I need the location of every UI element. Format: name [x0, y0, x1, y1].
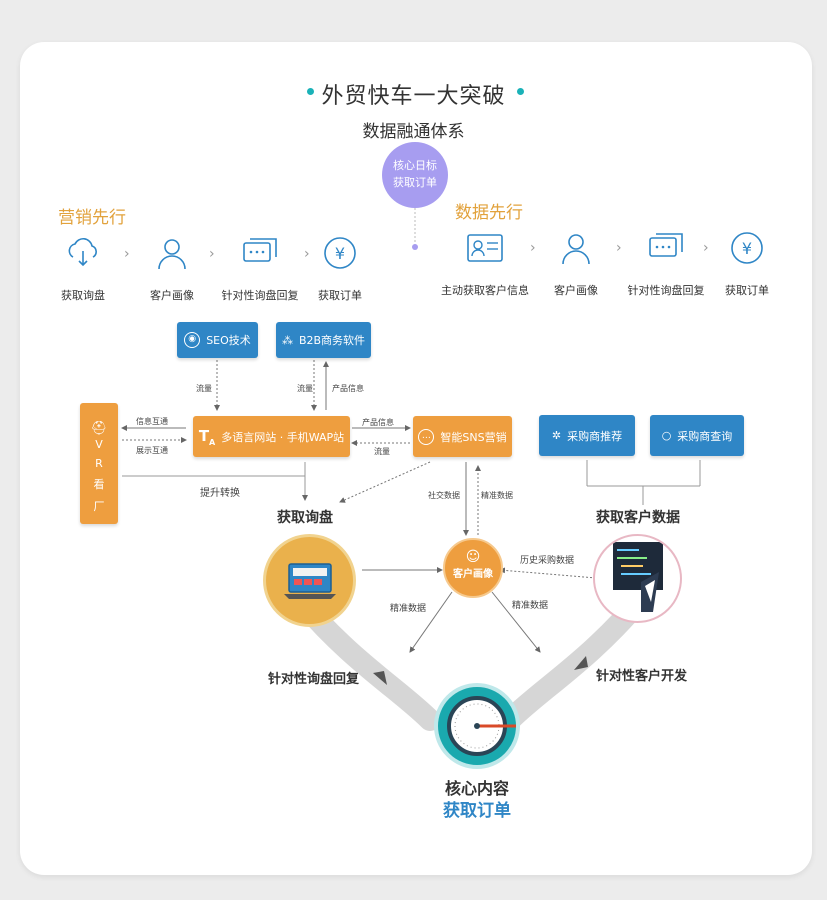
- svg-text:¥: ¥: [335, 244, 345, 263]
- svg-text:¥: ¥: [742, 239, 752, 258]
- marketing-step-order: ¥ 获取订单: [285, 233, 395, 303]
- buyer-recommend-node: ✲ 采购商推荐: [539, 415, 635, 456]
- edge-label-traffic: 流量: [196, 384, 212, 393]
- chevron-right-icon: ›: [304, 246, 310, 262]
- multilingual-site-node: TA 多语言网站 · 手机WAP站: [193, 416, 350, 457]
- edge-label-display-interaction: 展示互通: [136, 446, 168, 455]
- data-step-label: 主动获取客户信息: [441, 284, 529, 297]
- marketing-step-label: 针对性询盘回复: [221, 289, 299, 302]
- data-step-label: 获取订单: [725, 284, 769, 297]
- user-icon: [158, 239, 186, 270]
- buyer-query-label: 采购商查询: [677, 429, 733, 443]
- user-icon: ☺: [465, 549, 481, 565]
- edge-label-product-info: 产品信息: [362, 418, 394, 427]
- core-content-label: 核心内容: [444, 779, 509, 798]
- bug-icon: ✲: [551, 429, 562, 442]
- edge-label-conversion: 提升转换: [200, 488, 240, 499]
- customer-data-circle: [593, 534, 682, 623]
- marketing-step-portrait: 客户画像: [117, 233, 227, 303]
- gauge-icon: [447, 696, 522, 756]
- multilingual-site-label: 多语言网站 · 手机WAP站: [221, 430, 345, 444]
- chevron-right-icon: ›: [530, 240, 536, 256]
- vr-letter: R: [95, 457, 103, 470]
- marketing-step-label: 获取询盘: [61, 289, 105, 302]
- vr-letter: 看: [93, 478, 105, 491]
- cloud-download-icon: [68, 238, 97, 267]
- network-icon: ⁂: [281, 333, 293, 347]
- get-customer-data-label: 获取客户数据: [596, 510, 680, 526]
- sns-marketing-node: … 智能SNS营销: [413, 416, 512, 457]
- customer-portrait-circle: ☺ 客户画像: [443, 538, 503, 598]
- b2b-software-label: B2B商务软件: [298, 334, 366, 347]
- targeted-dev-label: 针对性客户开发: [596, 669, 688, 684]
- edge-label-precise-data: 精准数据: [390, 604, 427, 614]
- targeted-reply-label: 针对性询盘回复: [268, 672, 360, 687]
- get-inquiry-label: 获取询盘: [277, 510, 333, 526]
- user-icon: [562, 234, 590, 265]
- vr-factory-node: ⛑ V R 看 厂: [80, 403, 118, 524]
- target-icon: ◉: [184, 332, 201, 348]
- chat-bubble-icon: [243, 238, 277, 262]
- edge-label-history-purchase: 历史采购数据: [520, 556, 575, 566]
- buyer-query-node: ○ 采购商查询: [650, 415, 744, 456]
- chevron-right-icon: ›: [124, 246, 130, 262]
- edge-label-browse-data: 精准数据: [481, 491, 513, 500]
- core-dial: [434, 683, 522, 769]
- edge-label-traffic: 流量: [297, 384, 313, 393]
- marketing-step-label: 获取订单: [318, 289, 362, 302]
- get-order-label: 获取订单: [443, 801, 511, 821]
- marketing-step-reply: 针对性询盘回复: [205, 233, 315, 303]
- laptop-icon: [284, 563, 336, 599]
- page-subtitle: 数据融通体系: [362, 122, 465, 142]
- chevron-right-icon: ›: [616, 240, 622, 256]
- data-first-heading: 数据先行: [455, 203, 523, 223]
- chevron-right-icon: ›: [209, 246, 215, 262]
- translate-icon: TA: [198, 426, 216, 447]
- edge-label-traffic: 流量: [374, 447, 390, 456]
- title-dot-right: [517, 88, 524, 95]
- seo-tech-node: ◉ SEO技术: [177, 322, 258, 358]
- edge-label-precise-data: 精准数据: [512, 601, 549, 611]
- buyer-recommend-label: 采购商推荐: [567, 429, 623, 443]
- inquiry-circle: [263, 534, 356, 627]
- marketing-step-inquiry: 获取询盘: [28, 233, 138, 303]
- yen-coin-icon: ¥: [324, 237, 356, 269]
- data-step-label: 针对性询盘回复: [627, 284, 705, 297]
- data-step-label: 客户画像: [554, 284, 598, 297]
- data-step-portrait: 客户画像: [521, 228, 631, 298]
- code-screen-icon: [613, 542, 663, 612]
- chat-icon: …: [418, 428, 435, 445]
- chevron-right-icon: ›: [703, 240, 709, 256]
- search-icon: ○: [661, 429, 672, 442]
- yen-coin-icon: ¥: [731, 232, 763, 264]
- edge-label-info-interaction: 信息互通: [136, 417, 168, 426]
- marketing-step-label: 客户画像: [150, 289, 194, 302]
- customer-portrait-label: 客户画像: [453, 569, 493, 580]
- page-title: 外贸快车一大突破: [321, 84, 506, 109]
- core-goal-line2: 获取订单: [393, 176, 437, 189]
- core-goal-line1: 核心日标: [393, 159, 437, 172]
- marketing-first-heading: 营销先行: [58, 208, 126, 228]
- data-step-reply: 针对性询盘回复: [611, 228, 721, 298]
- id-card-icon: [467, 234, 503, 262]
- vr-letter: 厂: [93, 500, 105, 513]
- edge-label-social-data: 社交数据: [428, 491, 460, 500]
- core-goal-circle: 核心日标 获取订单: [382, 142, 448, 208]
- chat-bubble-icon: [649, 233, 683, 257]
- core-goal-connector: [412, 208, 418, 250]
- edge-label-product-info: 产品信息: [332, 384, 364, 393]
- title-dot-left: [307, 88, 314, 95]
- data-step-order: ¥ 获取订单: [692, 228, 802, 298]
- b2b-software-node: ⁂ B2B商务软件: [276, 322, 371, 358]
- vr-letter: V: [95, 438, 103, 451]
- vr-icon: ⛑: [90, 421, 108, 436]
- data-step-active: 主动获取客户信息: [430, 228, 540, 298]
- seo-tech-label: SEO技术: [206, 334, 251, 347]
- sns-marketing-label: 智能SNS营销: [440, 430, 507, 444]
